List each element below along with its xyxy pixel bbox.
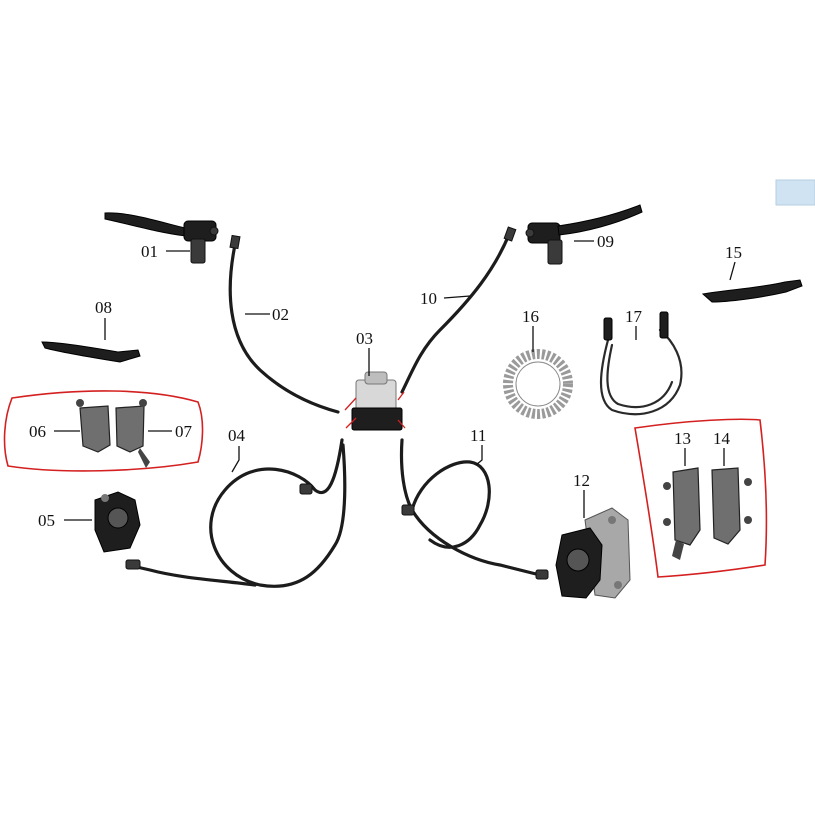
highlight-box-13-14 xyxy=(634,418,768,578)
label-12: 12 xyxy=(573,471,590,490)
label-13: 13 xyxy=(674,429,691,448)
label-03: 03 xyxy=(356,329,373,348)
label-07: 07 xyxy=(175,422,193,441)
part-07-brake-pad xyxy=(115,405,145,453)
part-17-abs-sensor xyxy=(600,311,683,416)
part-03-abs-modulator xyxy=(344,371,406,431)
leader-lines xyxy=(54,240,736,521)
label-10: 10 xyxy=(420,289,437,308)
part-10-brake-hose xyxy=(400,230,512,394)
label-06: 06 xyxy=(29,422,46,441)
highlight-box-06-07 xyxy=(3,390,204,472)
part-06-brake-pad xyxy=(79,405,111,453)
part-11-brake-hose xyxy=(399,438,542,577)
label-08: 08 xyxy=(95,298,112,317)
label-05: 05 xyxy=(38,511,55,530)
label-11: 11 xyxy=(470,426,486,445)
label-17: 17 xyxy=(625,307,643,326)
part-16-abs-tone-ring xyxy=(503,349,573,419)
label-14: 14 xyxy=(713,429,731,448)
part-14-brake-pad xyxy=(711,467,741,545)
label-04: 04 xyxy=(228,426,246,445)
part-09-master-cylinder-right xyxy=(525,204,643,265)
label-02: 02 xyxy=(272,305,289,324)
corner-tab xyxy=(775,179,815,206)
label-09: 09 xyxy=(597,232,614,251)
label-01: 01 xyxy=(141,242,158,261)
part-12-brake-caliper-right xyxy=(555,507,631,599)
label-15: 15 xyxy=(725,243,742,262)
part-06-07-pads-group xyxy=(3,390,204,472)
part-13-14-pads-group xyxy=(634,418,768,578)
part-15-brake-lever xyxy=(701,279,803,303)
part-02-brake-hose xyxy=(228,238,340,414)
part-01-master-cylinder-left xyxy=(104,212,219,264)
part-04-brake-hose xyxy=(209,438,347,588)
part-13-brake-pad xyxy=(672,467,701,546)
label-16: 16 xyxy=(522,307,539,326)
part-05-brake-caliper-left xyxy=(94,491,141,553)
part-08-brake-lever xyxy=(41,341,141,363)
